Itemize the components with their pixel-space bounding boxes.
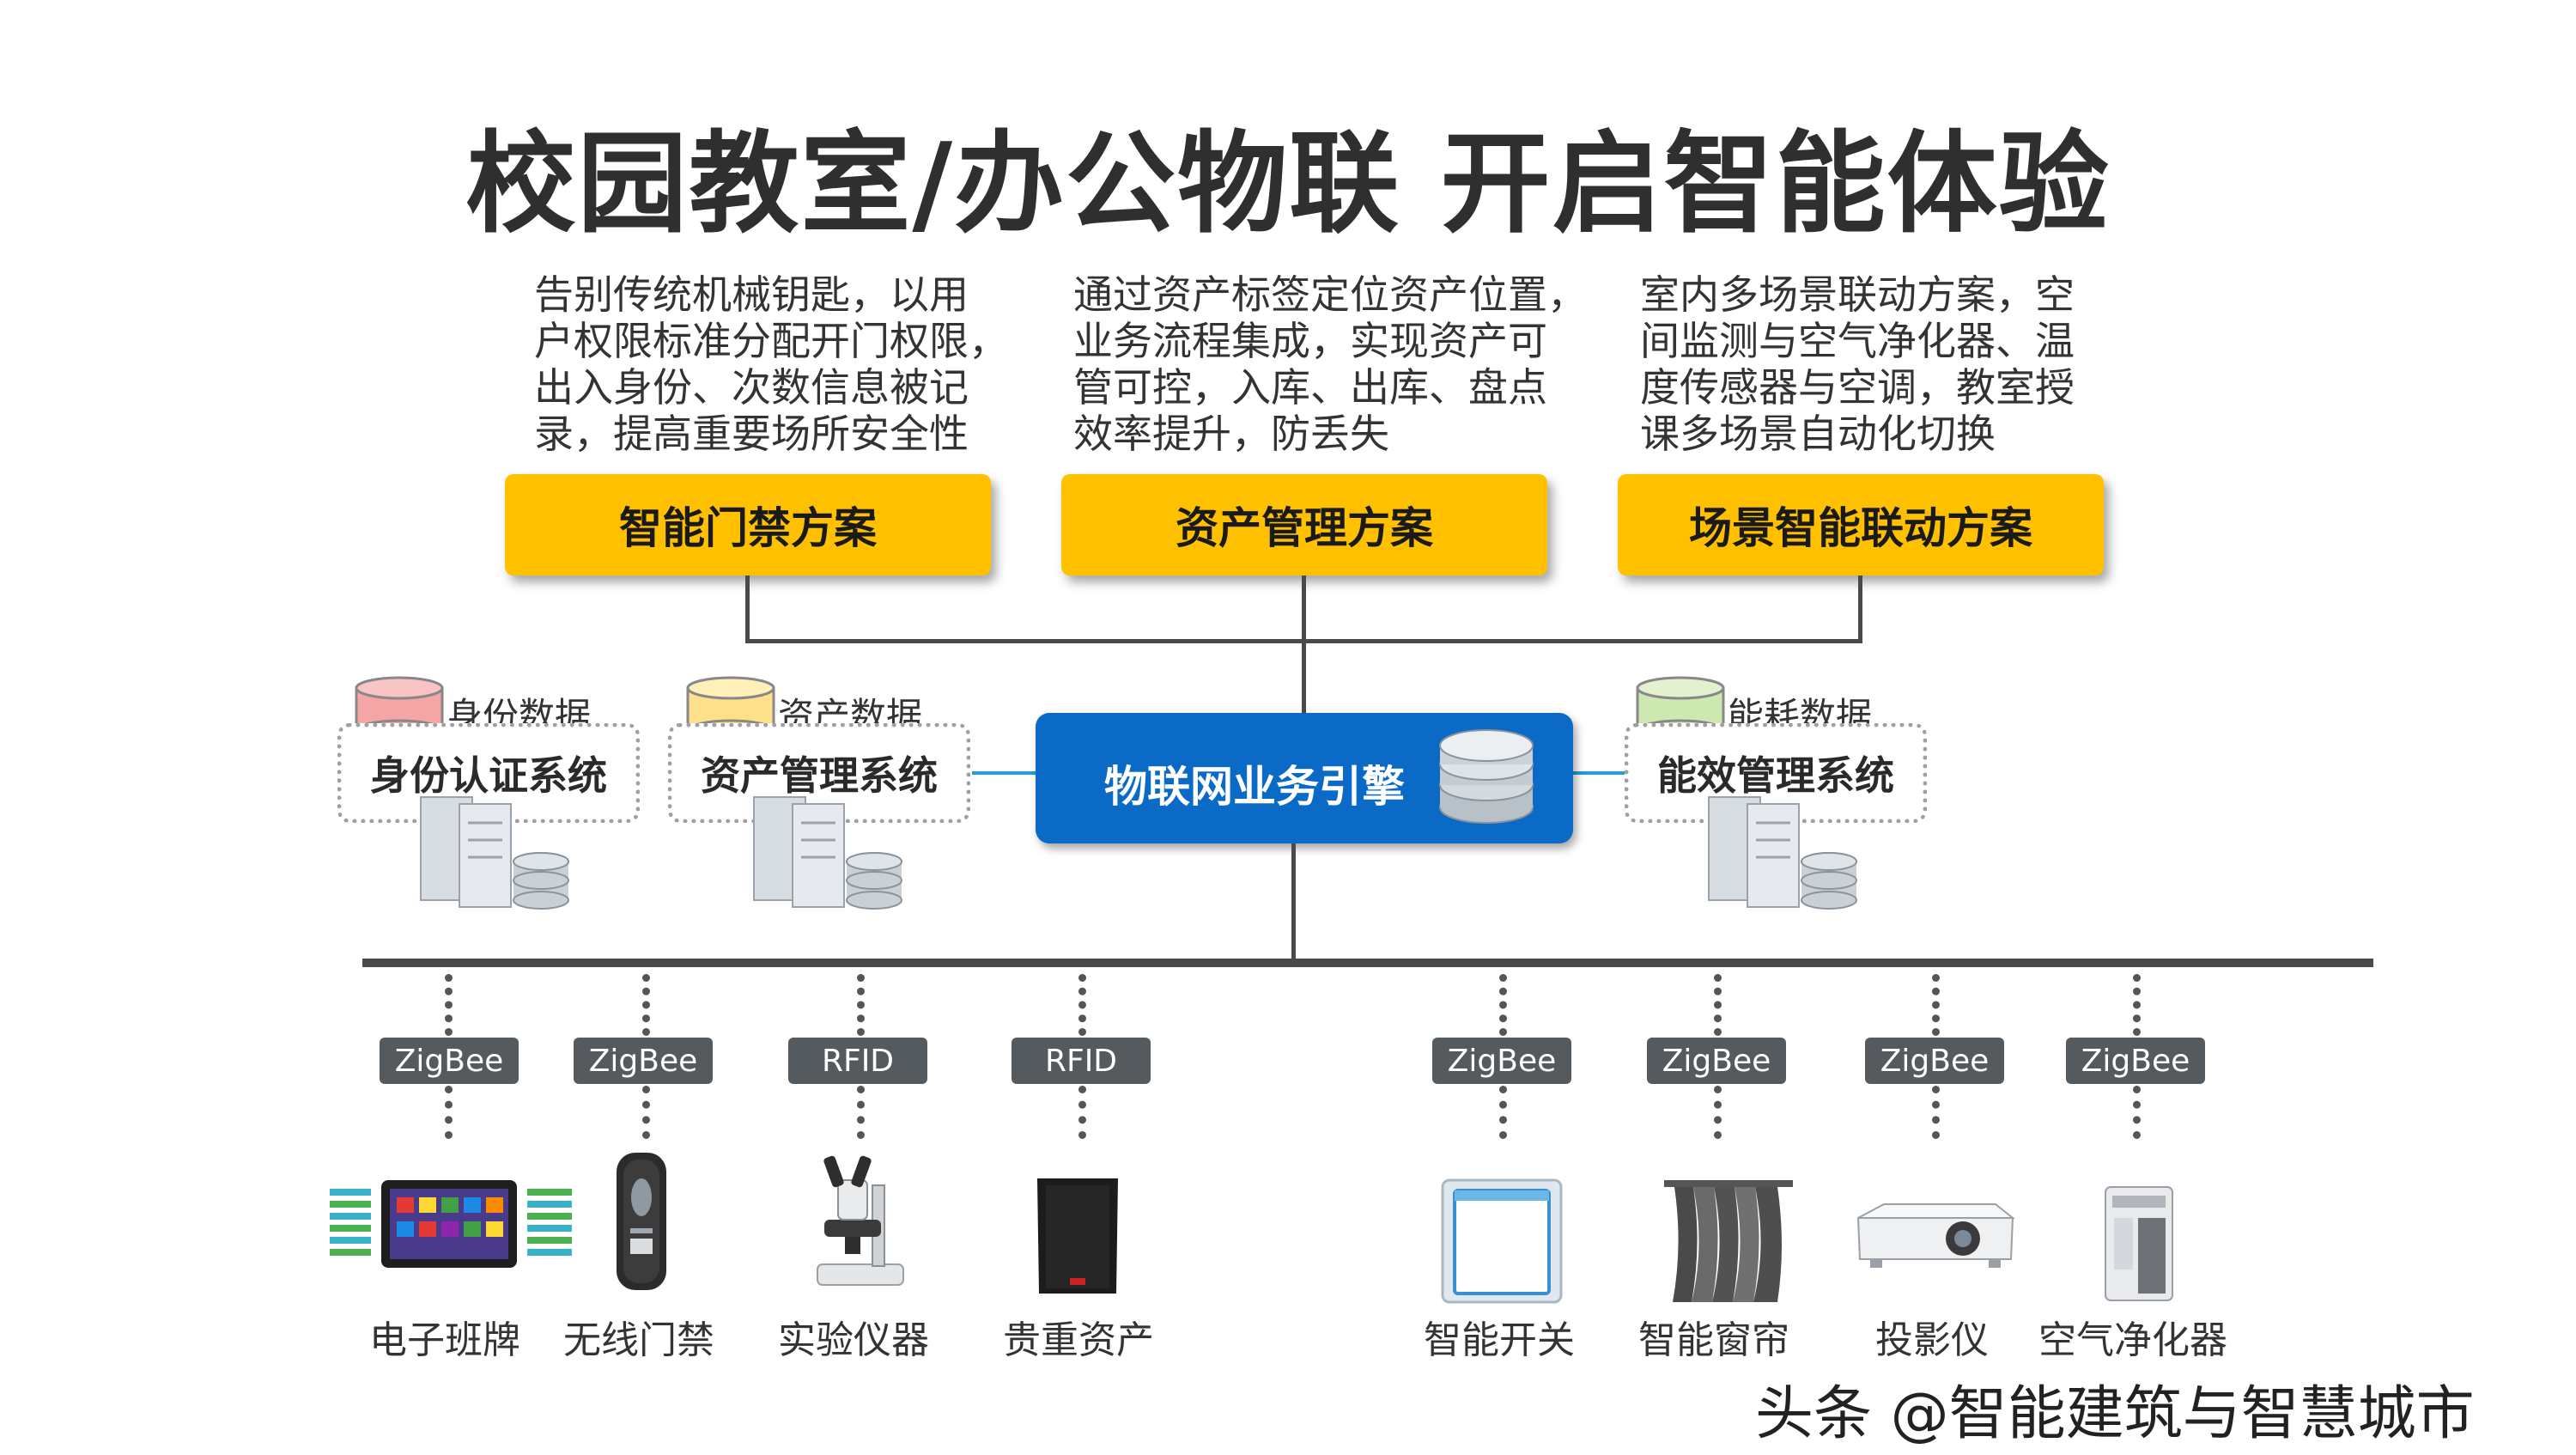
dashed-link	[1499, 1086, 1507, 1139]
dashed-link	[642, 974, 650, 1036]
server-icon	[745, 788, 908, 921]
server-icon	[1700, 788, 1863, 921]
protocol-badge: ZigBee	[1647, 1038, 1786, 1084]
watermark: 头条 @智能建筑与智慧城市	[1755, 1380, 2475, 1448]
solution-access-control[interactable]: 智能门禁方案	[505, 474, 991, 575]
dashed-link	[1078, 974, 1086, 1036]
device-label: 投影仪	[1875, 1318, 1989, 1362]
dashed-link	[1932, 974, 1940, 1036]
projector-icon	[1850, 1199, 2021, 1280]
device-label: 电子班牌	[369, 1318, 520, 1362]
dashed-link	[857, 1086, 865, 1139]
protocol-badge: ZigBee	[380, 1038, 519, 1084]
dashed-link	[445, 1086, 453, 1139]
dashed-link	[642, 1086, 650, 1139]
protocol-badge: RFID	[1012, 1038, 1151, 1084]
protocol-badge: ZigBee	[2066, 1038, 2205, 1084]
iot-business-engine[interactable]: 物联网业务引擎	[1036, 713, 1573, 843]
connector-line	[1858, 575, 1862, 642]
device-label: 空气净化器	[2038, 1318, 2227, 1362]
solution-scene-linkage[interactable]: 场景智能联动方案	[1618, 474, 2104, 575]
device-bus	[362, 959, 2373, 967]
system-identity-auth[interactable]: 身份认证系统	[337, 723, 640, 823]
device-label: 无线门禁	[563, 1318, 714, 1362]
dashed-link	[1078, 1086, 1086, 1139]
device-label: 实验仪器	[778, 1318, 929, 1362]
switch-icon	[1439, 1177, 1564, 1309]
database-stack-icon	[1439, 729, 1534, 824]
engine-label: 物联网业务引擎	[1104, 762, 1405, 812]
protocol-badge: RFID	[788, 1038, 927, 1084]
dashed-link	[1499, 974, 1507, 1036]
system-link	[972, 771, 1036, 775]
solution-desc-asset: 通过资产标签定位资产位置， 业务流程集成，实现资产可 管可控，入库、出库、盘点 …	[1073, 271, 1587, 457]
dashed-link	[1932, 1086, 1940, 1139]
dashed-link	[2133, 1086, 2141, 1139]
protocol-badge: ZigBee	[1432, 1038, 1571, 1084]
page-title: 校园教室/办公物联 开启智能体验	[465, 120, 2111, 248]
dashed-link	[445, 974, 453, 1036]
connector-line	[745, 575, 750, 642]
microscope-icon	[799, 1151, 919, 1295]
dashed-link	[857, 974, 865, 1036]
tablet-icon	[326, 1177, 575, 1275]
protocol-badge: ZigBee	[1865, 1038, 2004, 1084]
device-label: 智能开关	[1424, 1318, 1575, 1362]
device-label: 贵重资产	[1003, 1318, 1154, 1362]
device-label: 智能窗帘	[1638, 1318, 1789, 1362]
solution-asset-management[interactable]: 资产管理方案	[1061, 474, 1547, 575]
dashed-link	[1714, 974, 1722, 1036]
door-access-icon	[611, 1149, 671, 1297]
solution-desc-access: 告别传统机械钥匙，以用 户权限标准分配开门权限， 出入身份、次数信息被记 录，提…	[534, 271, 1008, 457]
dashed-link	[2133, 974, 2141, 1036]
server-icon	[412, 788, 575, 921]
dashed-link	[1714, 1086, 1722, 1139]
speaker-icon	[1030, 1172, 1125, 1304]
curtain-icon	[1649, 1177, 1803, 1309]
system-link	[1571, 771, 1626, 775]
connector-line	[745, 639, 1862, 643]
protocol-badge: ZigBee	[574, 1038, 713, 1084]
solution-desc-scene: 室内多场景联动方案，空 间监测与空气净化器、温 度传感器与空调，教室授 课多场景…	[1640, 271, 2075, 457]
air-purifier-icon	[2100, 1184, 2178, 1307]
connector-line	[1302, 575, 1306, 713]
connector-line	[1291, 843, 1296, 962]
